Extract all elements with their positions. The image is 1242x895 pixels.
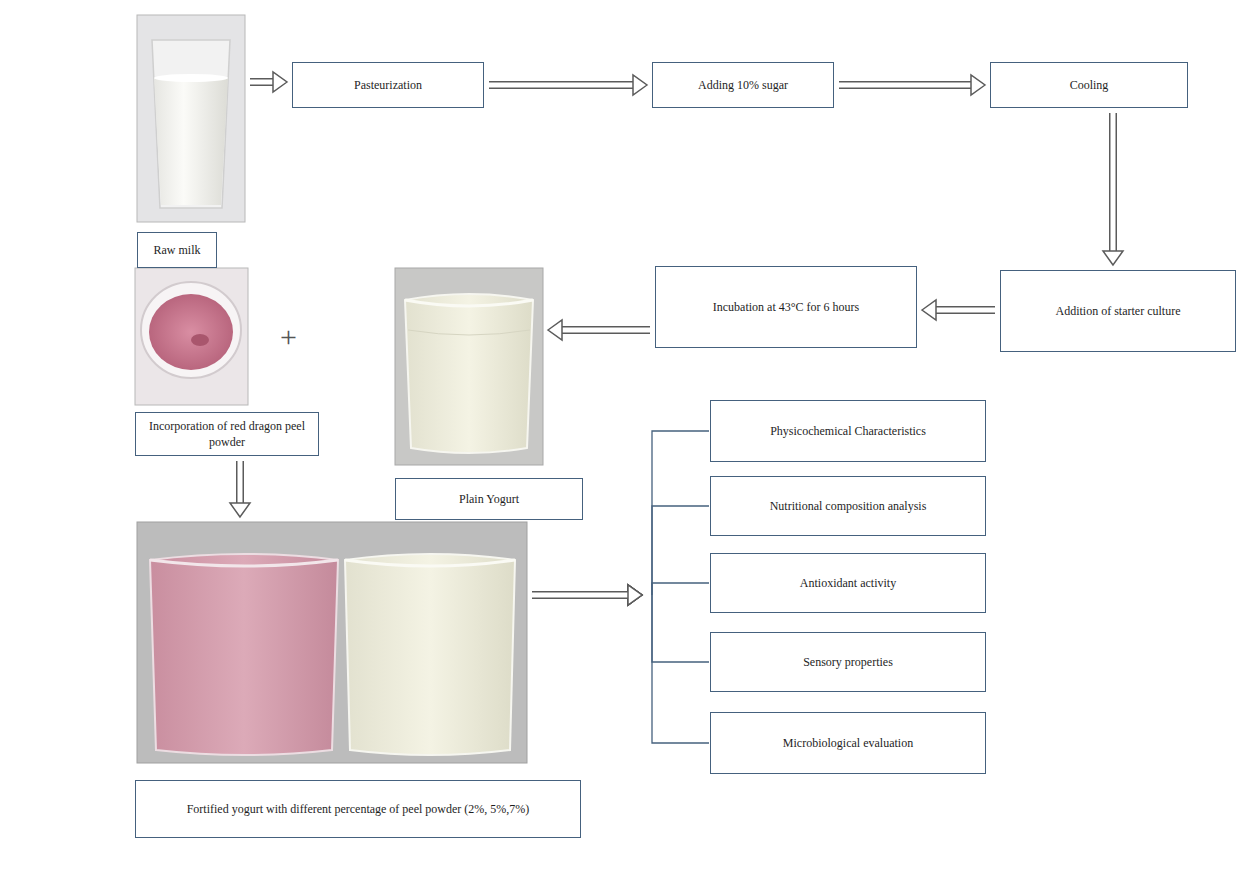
arrow-shaft (532, 591, 628, 599)
analysis-box: Antioxidant activity (710, 553, 986, 613)
caption-box: Fortified yogurt with different percenta… (135, 780, 581, 838)
process-box: Pasteurization (292, 62, 484, 108)
arrow-head (922, 300, 936, 320)
node-text: Incorporation of red dragon peel powder (144, 418, 310, 450)
plus-sign: + (280, 322, 297, 352)
flow-arrow (548, 320, 650, 340)
bracket-line (652, 431, 709, 595)
arrow-shaft-inner (238, 461, 243, 503)
node-text: Fortified yogurt with different percenta… (187, 801, 530, 817)
flow-arrow (922, 300, 995, 320)
arrow-head (548, 320, 562, 340)
flow-arrow (489, 75, 647, 95)
peel-powder-photo (135, 268, 248, 405)
caption-box: Incorporation of red dragon peel powder (135, 412, 319, 456)
arrow-head (971, 75, 985, 95)
analysis-box: Microbiological evaluation (710, 712, 986, 774)
arrow-head (628, 585, 642, 605)
node-text: Microbiological evaluation (783, 735, 913, 751)
arrow-shaft (250, 78, 273, 86)
node-text: Incubation at 43°C for 6 hours (713, 299, 859, 315)
node-text: Adding 10% sugar (698, 77, 788, 93)
arrow-head (1103, 251, 1123, 265)
arrow-shaft-inner (532, 593, 628, 598)
process-box: Incubation at 43°C for 6 hours (655, 266, 917, 348)
node-text: Addition of starter culture (1056, 303, 1181, 319)
arrow-shaft-inner (250, 80, 273, 85)
arrow-shaft (532, 591, 628, 599)
bracket-line (652, 595, 709, 743)
arrow-shaft-inner (532, 593, 628, 598)
arrow-shaft-inner (936, 308, 995, 313)
flow-arrow (532, 585, 709, 743)
plain-yogurt-node: Plain Yogurt (395, 268, 543, 465)
node-text: Plain Yogurt (459, 491, 519, 507)
flow-arrow (1103, 113, 1123, 265)
node-text: Pasteurization (354, 77, 422, 93)
process-box: Adding 10% sugar (652, 62, 834, 108)
process-box: Addition of starter culture (1000, 270, 1236, 352)
node-text: Nutritional composition analysis (770, 498, 927, 514)
arrow-head (628, 585, 642, 605)
arrow-head (628, 585, 642, 605)
arrow-shaft (936, 306, 995, 314)
caption-box: Plain Yogurt (395, 478, 583, 520)
arrow-head (628, 585, 642, 605)
arrow-head (633, 75, 647, 95)
flow-arrow (839, 75, 985, 95)
fortified-yogurt-node: Fortified yogurt with different percenta… (137, 522, 527, 763)
bracket-line (652, 506, 709, 595)
milk-photo (137, 15, 245, 222)
caption-box: Raw milk (137, 232, 217, 268)
arrow-shaft-inner (839, 83, 971, 88)
arrow-shaft (489, 81, 633, 89)
arrow-shaft-inner (489, 83, 633, 88)
analysis-box: Nutritional composition analysis (710, 476, 986, 536)
arrow-head (628, 585, 642, 605)
flow-arrow (230, 461, 250, 517)
fortified-yogurt-photo (137, 522, 527, 763)
node-text: Antioxidant activity (800, 575, 896, 591)
arrow-shaft (532, 591, 628, 599)
flow-arrow (532, 583, 709, 605)
arrow-shaft (1109, 113, 1117, 251)
arrow-shaft-inner (1111, 113, 1116, 251)
arrow-shaft (532, 591, 628, 599)
arrow-head (273, 72, 287, 92)
flow-arrow (532, 585, 709, 662)
arrow-shaft-inner (532, 593, 628, 598)
arrow-shaft-inner (532, 593, 628, 598)
node-text: Sensory properties (803, 654, 893, 670)
peel-powder-node: Incorporation of red dragon peel powder (135, 268, 248, 405)
bracket-line (652, 595, 709, 662)
arrow-shaft (839, 81, 971, 89)
bracket-line (652, 583, 709, 595)
arrow-shaft (562, 326, 650, 334)
node-text: Cooling (1070, 77, 1109, 93)
arrow-shaft-inner (532, 593, 628, 598)
process-box: Cooling (990, 62, 1188, 108)
flow-arrow (250, 72, 287, 92)
analysis-box: Sensory properties (710, 632, 986, 692)
plain-yogurt-photo (395, 268, 543, 465)
node-text: Physicochemical Characteristics (770, 423, 926, 439)
flow-arrow (532, 506, 709, 605)
milk-photo-node: Raw milk (137, 15, 245, 222)
arrow-head (230, 503, 250, 517)
arrow-shaft-inner (562, 328, 650, 333)
arrow-shaft (532, 591, 628, 599)
arrow-shaft (236, 461, 244, 503)
analysis-box: Physicochemical Characteristics (710, 400, 986, 462)
node-text: Raw milk (154, 242, 201, 258)
